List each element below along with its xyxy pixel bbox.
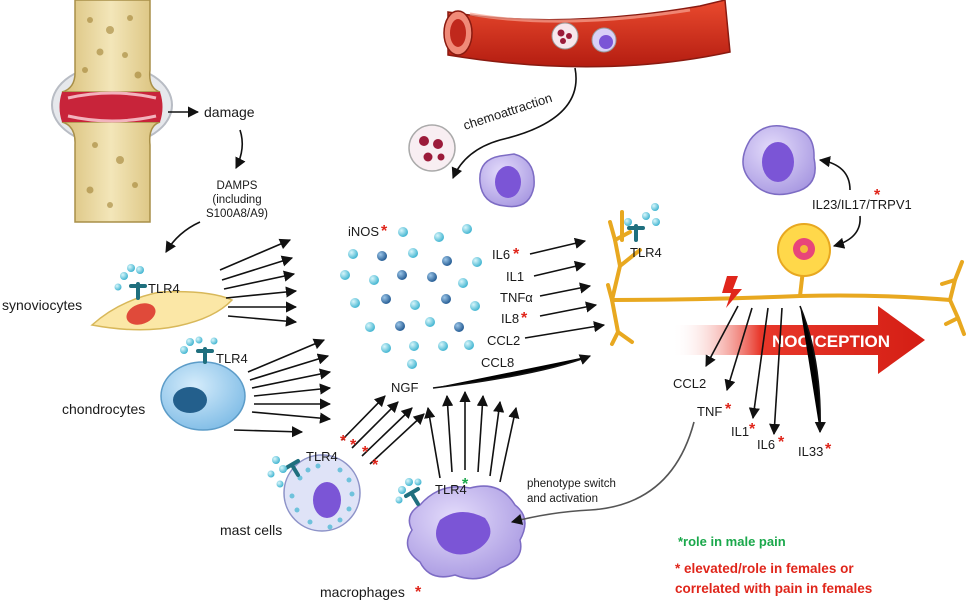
il33-out-label: IL33 [798, 444, 823, 459]
damage-label: damage [204, 104, 255, 120]
damps-label-2: (including [212, 194, 261, 206]
il6-label: IL6 [492, 247, 510, 262]
macrophages-label: macrophages [320, 584, 405, 600]
nerve-tlr4-label: TLR4 [630, 245, 662, 260]
il1-out-label: IL1 [731, 424, 749, 439]
synoviocyte-tlr4-label: TLR4 [148, 281, 180, 296]
mediator-to-nerve-arrows [432, 237, 606, 389]
ccl8-label: CCL8 [481, 355, 514, 370]
il6-female-star: * [513, 246, 520, 263]
neutrophil-cell [408, 124, 456, 172]
drg-neuron [777, 223, 831, 277]
il6-out-star: * [778, 434, 785, 451]
tnfa-label: TNFα [500, 290, 533, 305]
tnf-out-label: TNF [697, 404, 722, 419]
mast-cell-arrows [341, 395, 425, 465]
il23-female-star: * [874, 187, 881, 204]
ngf-label: NGF [391, 380, 419, 395]
sensory-nerve [606, 210, 966, 346]
macrophage-arrows [424, 390, 520, 483]
mast-star-4: * [372, 457, 379, 474]
macrophage-male-star: * [462, 476, 469, 493]
il1-label: IL1 [506, 269, 524, 284]
nerve-tlr4 [624, 203, 660, 242]
macrophage-cell [395, 478, 526, 580]
il1-out-star: * [749, 421, 756, 438]
joint-illustration [51, 0, 173, 223]
mast-cell [267, 454, 361, 532]
synoviocyte-cell [90, 264, 234, 331]
il8-label: IL8 [501, 311, 519, 326]
lightning-icon [722, 276, 742, 308]
il8-female-star: * [521, 310, 528, 327]
phenotype-label-2: and activation [527, 493, 598, 505]
mediator-release-arrows [219, 238, 332, 438]
inos-label: iNOS [348, 224, 379, 239]
legend-female-1: * elevated/role in females or [675, 561, 854, 576]
tnf-out-star: * [725, 401, 732, 418]
ccl2-label: CCL2 [487, 333, 520, 348]
damps-label-3: S100A8/A9) [206, 208, 268, 220]
ccl2-out-label: CCL2 [673, 376, 706, 391]
chondrocyte-cell [160, 336, 246, 431]
il6-out-label: IL6 [757, 437, 775, 452]
chondrocytes-label: chondrocytes [62, 401, 145, 417]
legend-female-2: correlated with pain in females [675, 581, 872, 596]
mast-star-3: * [362, 444, 369, 461]
chondrocyte-tlr4-label: TLR4 [216, 351, 248, 366]
mast-star-2: * [350, 437, 357, 454]
mast-tlr4-label: TLR4 [306, 449, 338, 464]
blood-vessel [443, 0, 731, 68]
monocyte-cell [479, 153, 535, 208]
mast-star-1: * [340, 433, 347, 450]
damps-label-1: DAMPS [217, 180, 258, 192]
inos-female-star: * [381, 223, 388, 240]
mediator-particles [340, 224, 482, 369]
il33-out-star: * [825, 441, 832, 458]
macrophage-tlr4-label: TLR4 [435, 482, 467, 497]
phenotype-label-1: phenotype switch [527, 478, 616, 490]
t-cell [742, 125, 816, 196]
nociception-label: NOCICEPTION [772, 332, 890, 351]
nerve-output-arrows [705, 305, 826, 436]
legend-male: *role in male pain [678, 534, 786, 549]
synoviocytes-label: synoviocytes [2, 297, 82, 313]
mast-cells-label: mast cells [220, 522, 282, 538]
macrophages-female-star: * [415, 584, 422, 601]
nociception-arrow [672, 306, 925, 374]
il23-label: IL23/IL17/TRPV1 [812, 197, 912, 212]
